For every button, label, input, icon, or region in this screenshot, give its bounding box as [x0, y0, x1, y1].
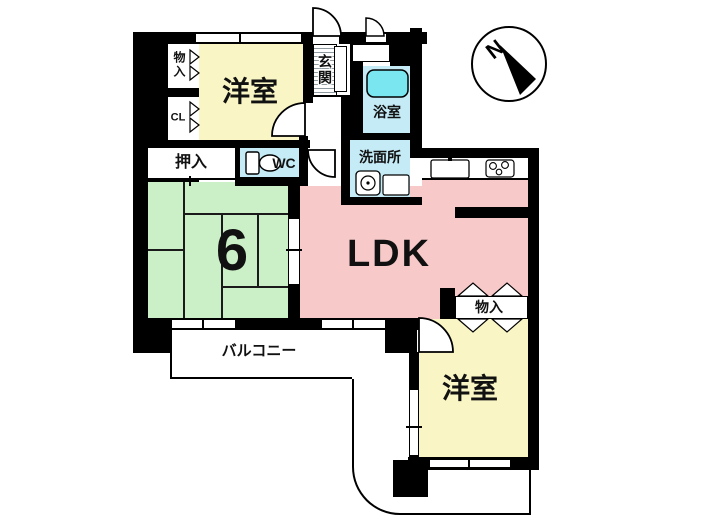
bedroom1-label: 洋室: [221, 76, 279, 107]
tatami-line: [183, 213, 288, 215]
window-tick: [239, 32, 241, 44]
wall: [350, 44, 363, 140]
wall: [363, 133, 410, 140]
window: [196, 34, 301, 42]
window: [410, 390, 418, 455]
ldk-label: LDK: [346, 233, 432, 275]
fold-door-mark: [189, 64, 200, 82]
washroom-label: 洗面所: [359, 149, 401, 165]
fold-door-mark: [456, 282, 490, 297]
burner-icon: [495, 168, 503, 176]
ldk-door-arc: [307, 149, 336, 178]
tatami-line: [221, 213, 223, 318]
storage1-door-strip: [190, 44, 199, 88]
meter-box-door-arc: [365, 17, 385, 37]
tatami-size-label: 6: [215, 218, 249, 283]
wall: [341, 97, 350, 197]
fusuma-tick: [286, 249, 302, 251]
window-tick: [352, 318, 354, 330]
wall: [299, 136, 308, 186]
wall: [414, 148, 539, 158]
wall-pillar: [385, 318, 417, 353]
entrance-label: 玄関: [317, 54, 333, 86]
wall: [528, 148, 539, 470]
ldk-area-right: [422, 180, 528, 296]
entrance-door-arc: [312, 7, 342, 37]
window: [430, 460, 510, 467]
meter-box-cell: [352, 44, 390, 62]
burner-icon: [501, 161, 509, 169]
toilet-tank-icon: [245, 151, 260, 175]
window-tick: [406, 426, 422, 428]
balcony-label: バルコニー: [221, 342, 297, 360]
closet-cell: [168, 97, 190, 140]
fold-door-mark: [189, 116, 200, 134]
window-tick: [202, 318, 204, 330]
bedroom2-label: 洋室: [441, 373, 499, 404]
wall-pillar: [133, 318, 172, 353]
window-tick: [468, 457, 470, 470]
entrance-step-line: [305, 95, 350, 97]
toilet-bowl-icon: [258, 154, 282, 172]
compass-needle-icon: [500, 45, 536, 95]
shoe-cabinet: [334, 46, 347, 92]
wall: [235, 148, 240, 180]
bathroom-label: 浴室: [373, 104, 401, 120]
bedroom2-door-arc: [418, 317, 454, 353]
fusuma-door: [288, 218, 300, 285]
storage2-label: 物入: [475, 299, 503, 315]
balcony-rail-left: [170, 353, 352, 379]
tatami-line: [257, 213, 259, 288]
wall: [341, 197, 422, 205]
toilet-label: WC: [272, 155, 296, 171]
burner-icon: [489, 162, 497, 170]
meter-box-opening: [366, 34, 386, 42]
faucet-icon: [448, 152, 452, 161]
vanity-icon: [382, 174, 410, 196]
wall: [133, 32, 148, 320]
wall: [288, 186, 300, 218]
kitchen-sink-icon: [430, 159, 470, 179]
storage1-label: 物入: [172, 51, 186, 79]
tatami-line: [221, 286, 288, 288]
ldk-area-left: [300, 186, 422, 318]
wall: [455, 207, 539, 218]
tatami-line: [183, 182, 185, 318]
bathtub-icon: [366, 69, 409, 98]
oshiire-label: 押入: [174, 154, 208, 171]
wall: [148, 140, 310, 148]
fold-door-mark: [189, 100, 200, 118]
wall: [288, 285, 300, 318]
wall-pillar: [393, 460, 428, 497]
closet-door-strip: [190, 97, 199, 140]
storage1-cell: [168, 44, 190, 88]
fold-door-mark: [456, 318, 490, 333]
oshiire-cell: [148, 148, 235, 180]
wall: [410, 28, 422, 158]
bedroom1-door-arc: [271, 102, 306, 137]
fold-door-mark: [490, 282, 524, 297]
fold-door-mark: [490, 318, 524, 333]
tatami-line: [148, 249, 183, 251]
wall: [390, 44, 410, 66]
washing-machine-drum-icon: [366, 181, 370, 185]
oshiire-tick: [189, 176, 191, 186]
fold-door-mark: [189, 48, 200, 66]
wall: [440, 288, 455, 319]
wall: [235, 177, 308, 186]
closet-label: CL: [170, 111, 186, 124]
wall: [303, 38, 313, 103]
